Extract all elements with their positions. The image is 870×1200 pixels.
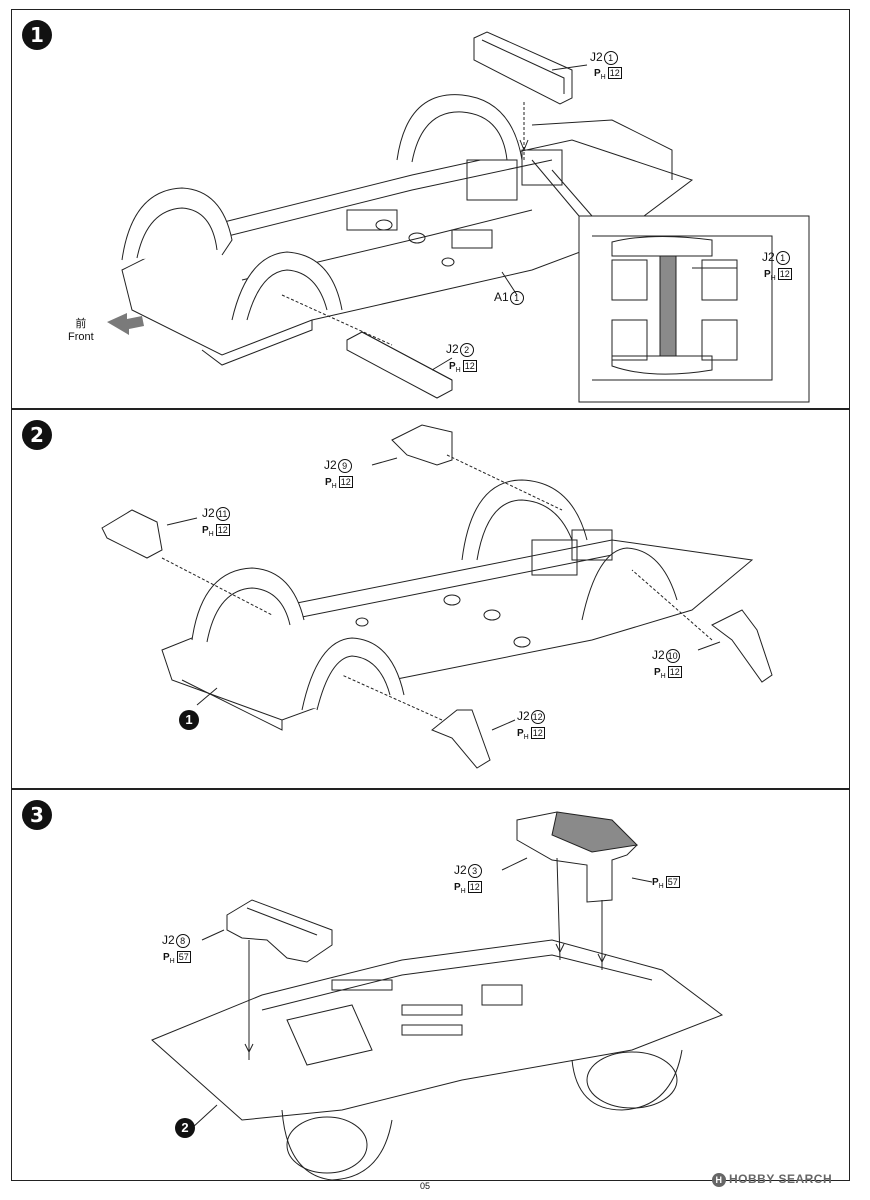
ref-step-1-badge: 1 [179, 710, 199, 730]
page-number: 05 [420, 1181, 431, 1191]
step-3-badge: 3 [22, 800, 52, 830]
ref-step-2-badge: 2 [175, 1118, 195, 1138]
watermark-logo: H [712, 1172, 726, 1187]
step-1-badge: 1 [22, 20, 52, 50]
step-3-panel: 3 [11, 789, 850, 1181]
step-1-panel: 1 [11, 9, 850, 409]
step-3-illustration [151, 811, 724, 1180]
step-2-illustration [101, 424, 773, 769]
front-direction-label: 前 Front [68, 318, 94, 343]
step-2-badge: 2 [22, 420, 52, 450]
step-2-panel: 2 [11, 409, 850, 789]
step-1-illustration [107, 31, 810, 403]
